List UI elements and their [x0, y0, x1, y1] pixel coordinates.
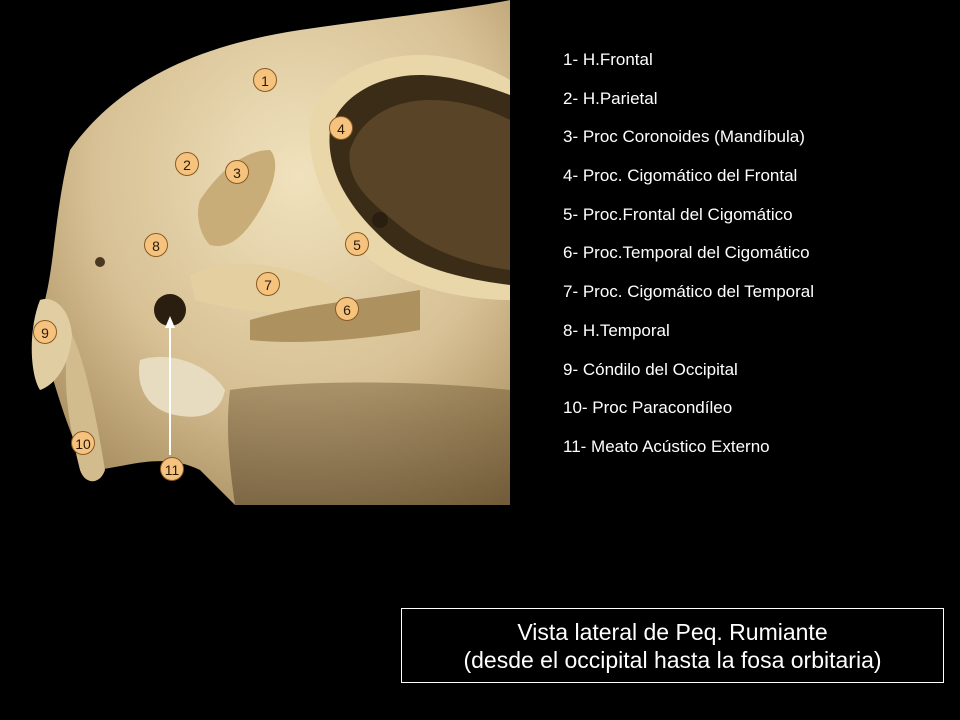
legend-item: 8- H.Temporal — [563, 320, 670, 340]
caption-box: Vista lateral de Peq. Rumiante (desde el… — [401, 608, 944, 683]
marker-10: 10 — [71, 431, 95, 455]
legend-item: 7- Proc. Cigomático del Temporal — [563, 282, 815, 302]
legend-item: 2- H.Parietal — [563, 88, 658, 108]
marker-9: 9 — [33, 320, 57, 344]
legend-item: 9- Cóndilo del Occipital — [563, 359, 738, 379]
legend-item: 3- Proc Coronoides (Mandíbula) — [563, 127, 805, 147]
legend-list: 1- H.Frontal 2- H.Parietal 3- Proc Coron… — [563, 48, 814, 474]
marker-3: 3 — [225, 160, 249, 184]
legend-item: 4- Proc. Cigomático del Frontal — [563, 166, 798, 186]
marker-8: 8 — [144, 233, 168, 257]
legend-item: 11- Meato Acústico Externo — [563, 436, 770, 456]
marker-11: 11 — [160, 457, 184, 481]
marker-7: 7 — [256, 272, 280, 296]
marker-1: 1 — [253, 68, 277, 92]
marker-2: 2 — [175, 152, 199, 176]
coronoid-process — [198, 150, 276, 246]
legend-item: 5- Proc.Frontal del Cigomático — [563, 204, 793, 224]
legend-item: 6- Proc.Temporal del Cigomático — [563, 243, 810, 263]
marker-5: 5 — [345, 232, 369, 256]
legend-item: 10- Proc Paracondíleo — [563, 398, 733, 418]
meatus — [154, 294, 186, 326]
legend-item: 1- H.Frontal — [563, 50, 653, 69]
caption-line-2: (desde el occipital hasta la fosa orbita… — [463, 647, 882, 673]
marker-6: 6 — [335, 297, 359, 321]
marker-4: 4 — [329, 116, 353, 140]
caption-line-1: Vista lateral de Peq. Rumiante — [517, 619, 828, 645]
